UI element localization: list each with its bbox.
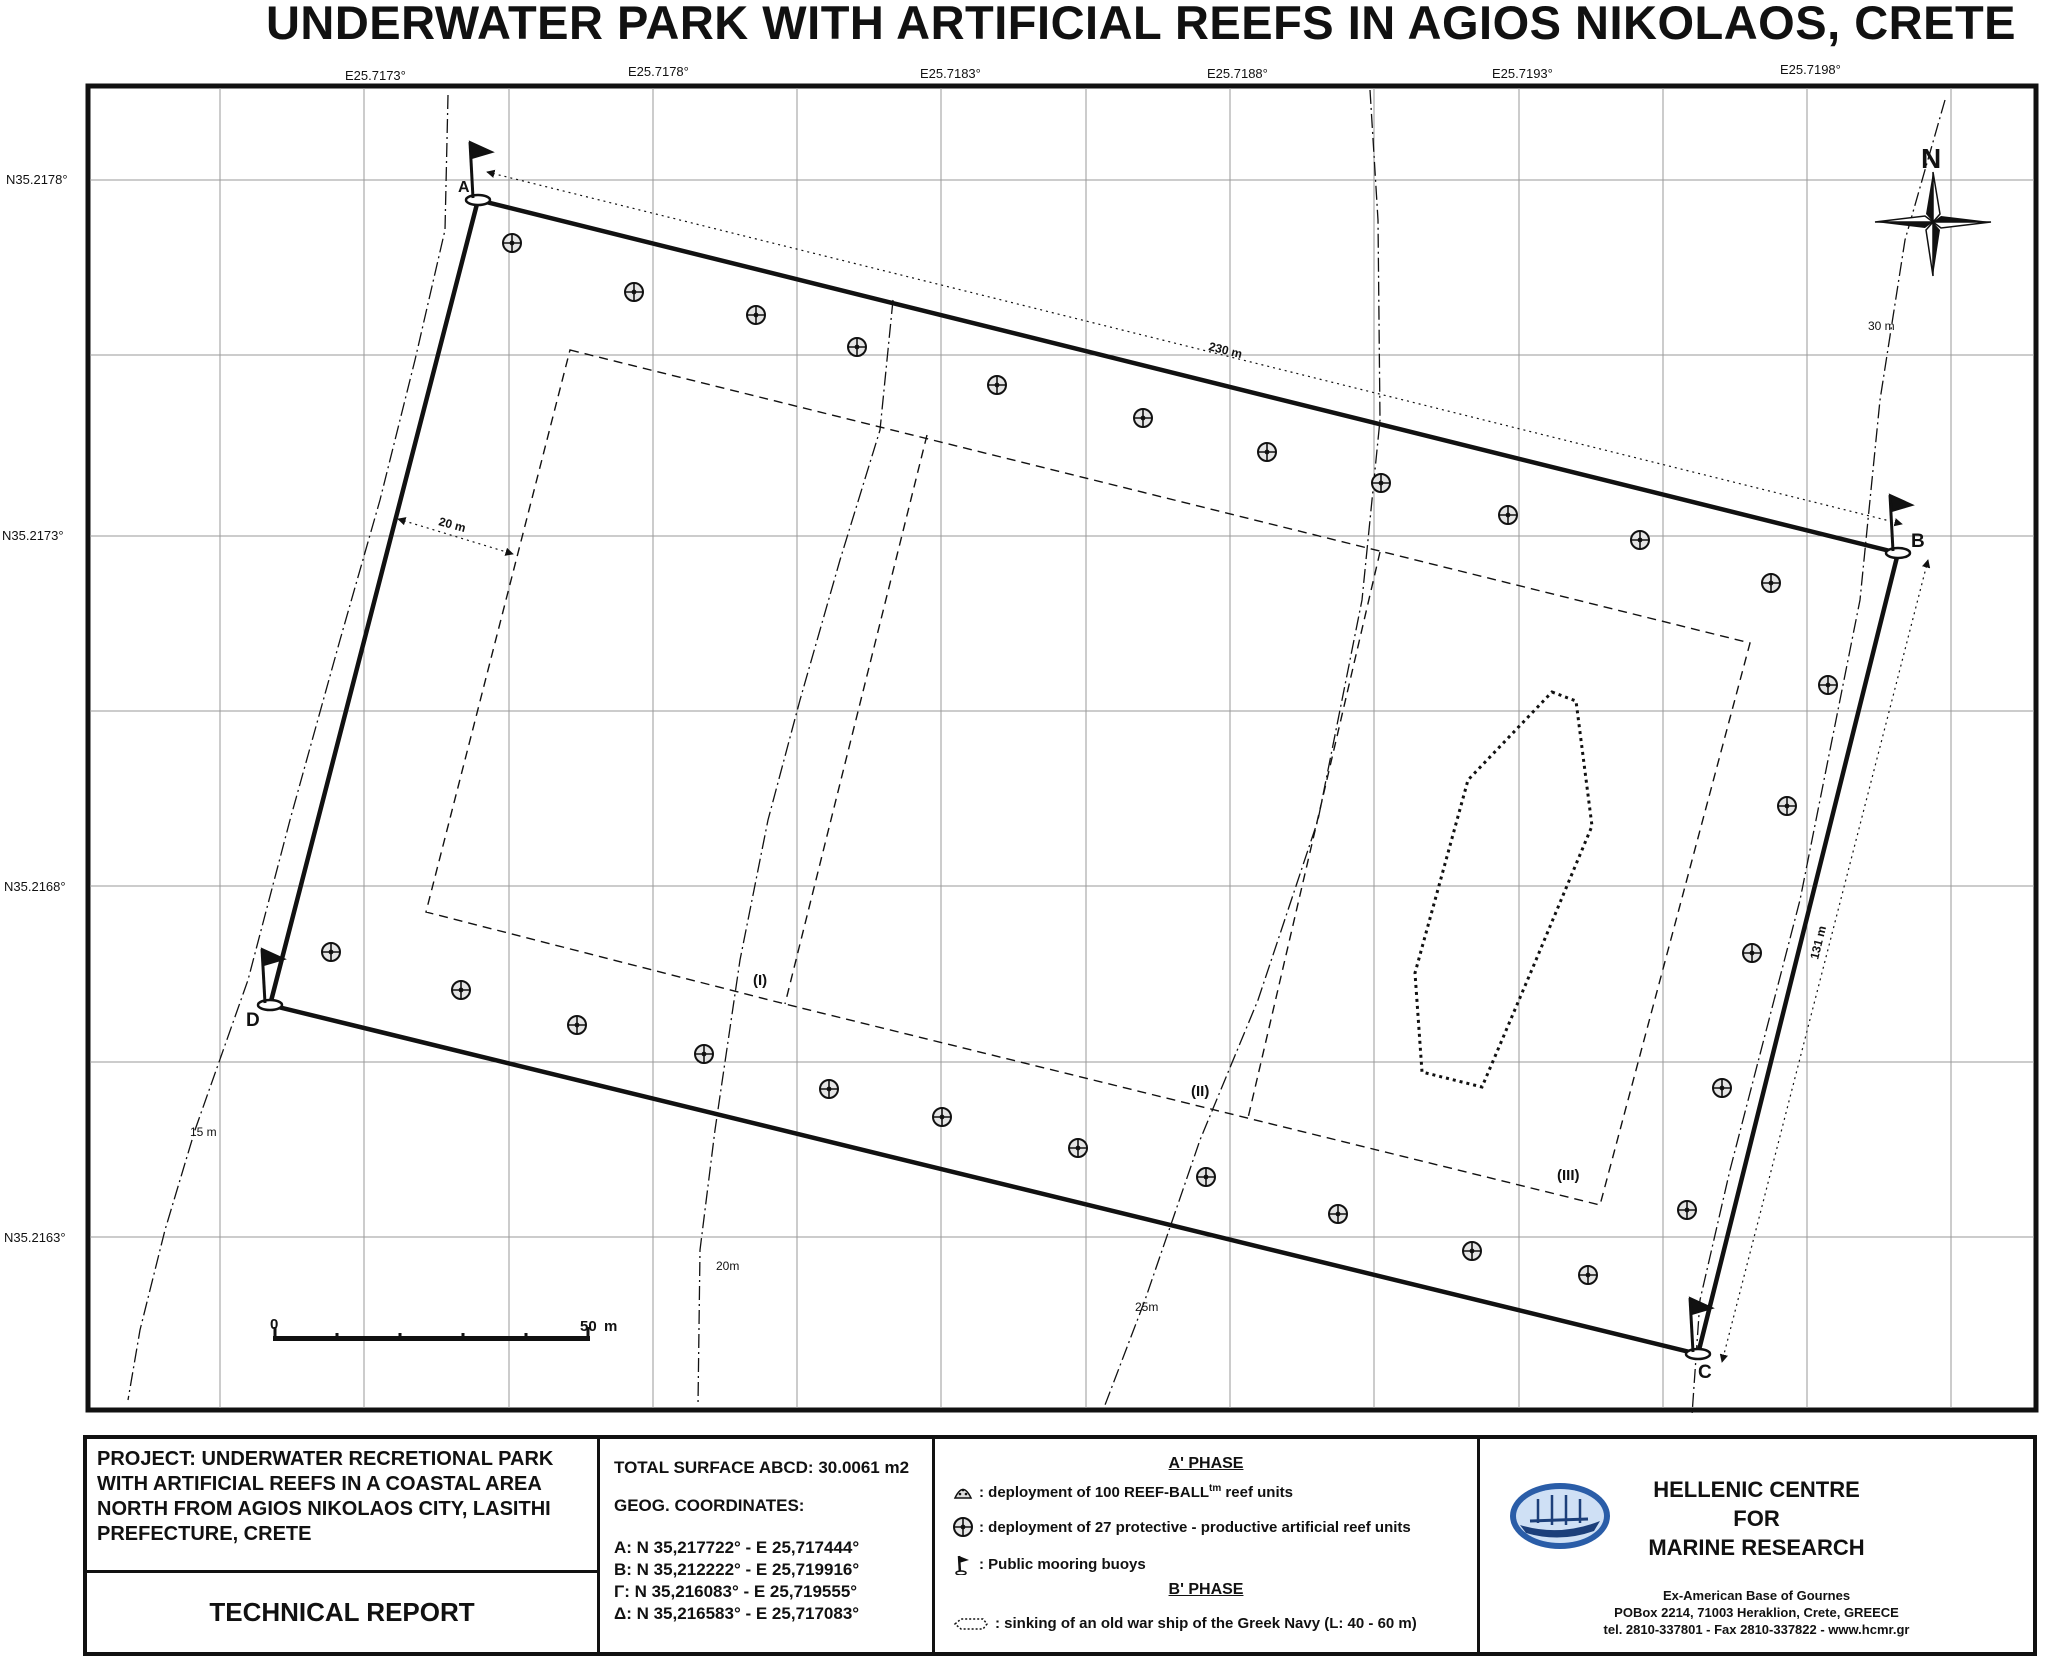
lon-label: E25.7178° xyxy=(628,64,689,79)
lon-label: E25.7198° xyxy=(1780,62,1841,77)
map-title: UNDERWATER PARK WITH ARTIFICIAL REEFS IN… xyxy=(265,0,2016,49)
lat-label: N35.2178° xyxy=(6,172,68,187)
scale-unit: m xyxy=(604,1318,617,1335)
scale-bar: 0 50 m xyxy=(270,1316,617,1341)
corner-label-a: A xyxy=(458,179,470,196)
park-map: E25.7173° E25.7178° E25.7183° E25.7188° … xyxy=(2,62,2039,1416)
organization-column: HELLENIC CENTRE FOR MARINE RESEARCH Ex-A… xyxy=(1480,1439,2033,1652)
project-description: PROJECT: UNDERWATER RECRETIONAL PARK WIT… xyxy=(87,1439,597,1573)
distance-label-ad: 20 m xyxy=(437,514,467,535)
legend-buoys: : Public mooring buoys xyxy=(953,1553,1146,1575)
corner-label-d: D xyxy=(246,1010,260,1031)
phase-b-heading: B' PHASE xyxy=(1168,1581,1244,1598)
distance-label-ab: 230 m xyxy=(1207,339,1243,361)
lat-label: N35.2173° xyxy=(2,528,64,543)
phase-a-heading: A' PHASE xyxy=(1168,1455,1244,1472)
legend-ship-text: : sinking of an old war ship of the Gree… xyxy=(995,1615,1417,1632)
park-boundary xyxy=(267,197,1901,1357)
mooring-buoy-icon xyxy=(955,1555,969,1575)
reef-units xyxy=(321,233,1838,1285)
scale-start: 0 xyxy=(270,1316,278,1333)
warship-outline xyxy=(1413,690,1594,1089)
zone-label: (II) xyxy=(1191,1083,1209,1100)
legend-protective-text: : deployment of 27 protective - producti… xyxy=(979,1518,1411,1536)
coordinate-row: A: N 35,217722° - E 25,717444° xyxy=(614,1538,860,1557)
depth-label: 30 m xyxy=(1868,319,1895,333)
depth-contours xyxy=(127,89,1946,1416)
zone-outlines xyxy=(425,349,1751,1206)
coordinates-header: GEOG. COORDINATES: xyxy=(614,1496,805,1515)
legend-reefball: : deployment of 100 REEF-BALLtm reef uni… xyxy=(953,1483,1293,1501)
lon-label: E25.7173° xyxy=(345,68,406,83)
corner-label-c: C xyxy=(1698,1362,1712,1383)
lat-label: N35.2163° xyxy=(4,1230,66,1245)
lon-label: E25.7193° xyxy=(1492,66,1553,81)
legend-protective: : deployment of 27 protective - producti… xyxy=(953,1517,1411,1537)
total-surface: TOTAL SURFACE ABCD: 30.0061 m2 xyxy=(614,1458,910,1477)
north-arrow-icon: N xyxy=(1874,143,1992,277)
reef-unit-icon xyxy=(953,1517,973,1537)
north-label: N xyxy=(1921,143,1941,174)
organization-name: HELLENIC CENTRE FOR MARINE RESEARCH xyxy=(1648,1477,1865,1560)
coordinate-row: Δ: N 35,216583° - E 25,717083° xyxy=(614,1604,860,1623)
hcmr-logo xyxy=(1510,1483,1610,1549)
lat-label: N35.2168° xyxy=(4,879,66,894)
reef-ball-icon xyxy=(953,1488,973,1499)
mooring-buoys xyxy=(256,140,1915,1361)
warship-icon xyxy=(953,1617,988,1630)
coordinates-column: TOTAL SURFACE ABCD: 30.0061 m2 GEOG. COO… xyxy=(600,1439,935,1652)
corner-label-b: B xyxy=(1911,531,1925,552)
map-grid xyxy=(90,88,2034,1408)
depth-label: 20m xyxy=(716,1259,739,1273)
lon-label: E25.7188° xyxy=(1207,66,1268,81)
depth-label: 25m xyxy=(1135,1300,1158,1314)
project-column: PROJECT: UNDERWATER RECRETIONAL PARK WIT… xyxy=(87,1439,600,1652)
dimension-lines xyxy=(397,169,1931,1363)
info-panel: PROJECT: UNDERWATER RECRETIONAL PARK WIT… xyxy=(83,1435,2037,1656)
coordinate-row: B: N 35,212222° - E 25,719916° xyxy=(614,1560,860,1579)
legend-ship: : sinking of an old war ship of the Gree… xyxy=(953,1615,1417,1632)
organization-address: Ex-American Base of Gournes POBox 2214, … xyxy=(1603,1588,1910,1637)
zone-label: (I) xyxy=(753,972,767,989)
zone-label: (III) xyxy=(1557,1167,1580,1184)
scale-end: 50 xyxy=(580,1318,597,1335)
depth-label: 15 m xyxy=(190,1125,217,1139)
coordinate-row: Γ: N 35,216083° - E 25,719555° xyxy=(614,1582,858,1601)
legend-reefball-text: : deployment of 100 REEF-BALLtm reef uni… xyxy=(979,1483,1293,1501)
lon-label: E25.7183° xyxy=(920,66,981,81)
legend-buoys-text: : Public mooring buoys xyxy=(979,1555,1146,1573)
map-frame xyxy=(85,83,2039,1413)
report-type: TECHNICAL REPORT xyxy=(209,1597,475,1627)
legend-column: A' PHASE : deployment of 100 REEF-BALLtm… xyxy=(935,1439,1480,1652)
